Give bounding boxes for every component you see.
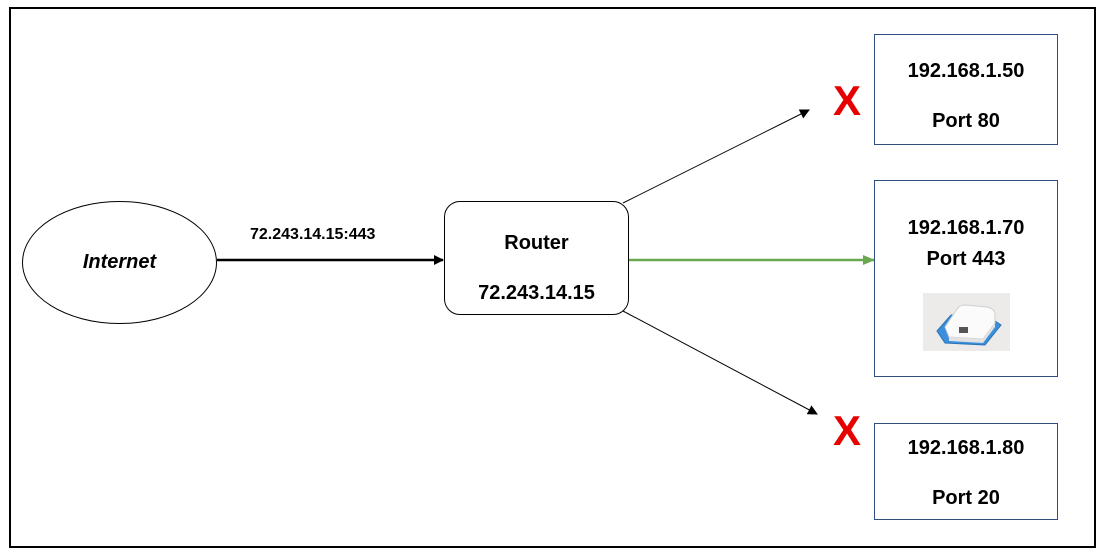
router-ip: 72.243.14.15 [478,282,595,304]
host-port: Port 80 [932,110,1000,132]
router-to-host-1-arrow [622,109,810,204]
router-node: Router 72.243.14.15 [444,201,629,315]
blocked-mark-host-3: X [833,407,862,454]
host-ip: 192.168.1.80 [907,437,1025,459]
link-label: 72.243.14.15:443 [250,226,376,243]
internet-label: Internet [82,251,157,273]
host-node-3: 192.168.1.80 Port 20 [874,423,1058,520]
host-port: Port 20 [932,487,1000,509]
blocked-mark-host-1: X [833,77,862,124]
router-to-host-3-arrow [622,310,818,415]
diagram-frame [9,7,1096,548]
host-ip: 192.168.1.70 [907,217,1025,239]
router-title: Router [504,232,569,254]
internet-node: Internet [22,201,217,324]
host-node-2: 192.168.1.70 Port 443 [874,180,1058,377]
host-ip: 192.168.1.50 [907,60,1025,82]
host-node-1: 192.168.1.50 Port 80 [874,34,1058,145]
network-device-icon [923,293,1010,351]
host-port: Port 443 [926,248,1006,270]
